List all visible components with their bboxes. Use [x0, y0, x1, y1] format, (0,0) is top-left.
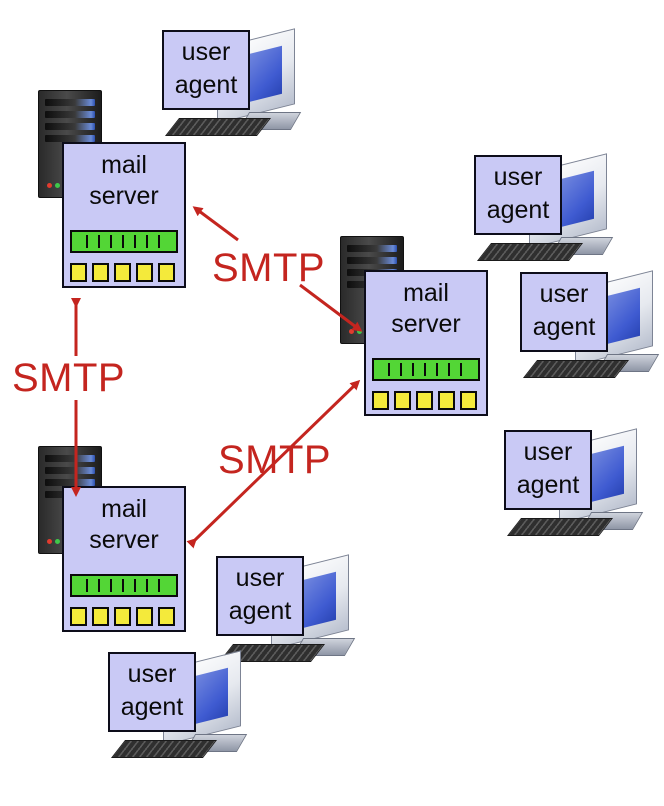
user-mailbox-icon	[70, 263, 87, 282]
user-mailbox-icon	[70, 607, 87, 626]
user-mailbox-icon	[92, 607, 109, 626]
queue-slot	[436, 363, 438, 376]
user-mailbox-icon	[372, 391, 389, 410]
user-agent-label-line1: user	[181, 38, 231, 66]
queue-slot	[110, 235, 112, 248]
user-agent-label-line2: agent	[486, 196, 550, 224]
user-agent-bottom-1: user agent	[216, 554, 366, 676]
queue-slot	[122, 579, 124, 592]
user-mailbox-icon	[136, 607, 153, 626]
user-agent-label-line2: agent	[174, 71, 238, 99]
user-mailbox-icon	[158, 263, 175, 282]
user-mailboxes	[70, 607, 178, 628]
queue-slot	[134, 579, 136, 592]
user-mailbox-icon	[136, 263, 153, 282]
user-agent-label-line2: agent	[532, 313, 596, 341]
queue-slot	[412, 363, 414, 376]
user-mailbox-icon	[438, 391, 455, 410]
queue-slot	[158, 235, 160, 248]
user-agent-label-line2: agent	[516, 471, 580, 499]
user-agent-right-2: user agent	[520, 270, 664, 392]
smtp-arrow-to-middle-server	[299, 283, 363, 332]
message-queue-icon	[372, 358, 480, 381]
queue-slot	[146, 235, 148, 248]
mail-server-bottom-left: mail server	[62, 486, 186, 632]
mail-server-label-line2: server	[89, 526, 159, 554]
user-mailbox-icon	[114, 607, 131, 626]
queue-slot	[110, 579, 112, 592]
queue-slot	[98, 579, 100, 592]
user-agent-label-line2: agent	[228, 597, 292, 625]
user-agent-label-line1: user	[235, 564, 285, 592]
queue-slot	[400, 363, 402, 376]
user-agent-label-line1: user	[539, 280, 589, 308]
user-mailbox-icon	[394, 391, 411, 410]
mail-server-label-line2: server	[89, 182, 159, 210]
smtp-label-left: SMTP	[10, 356, 128, 400]
user-agent-label-line1: user	[127, 660, 177, 688]
smtp-arrow-bottom-to-middle	[186, 379, 361, 549]
user-agent-top: user agent	[162, 28, 312, 150]
mail-server-label-line1: mail	[101, 495, 147, 523]
mail-server-middle-right: mail server	[364, 270, 488, 416]
user-mailbox-icon	[92, 263, 109, 282]
queue-slot	[388, 363, 390, 376]
user-agent-label-line1: user	[493, 163, 543, 191]
user-mailbox-icon	[158, 607, 175, 626]
mail-server-label-line2: server	[391, 310, 461, 338]
user-agent-label-line2: agent	[120, 693, 184, 721]
queue-slot	[98, 235, 100, 248]
queue-slot	[424, 363, 426, 376]
user-agent-right-3: user agent	[504, 428, 654, 550]
message-queue-icon	[70, 574, 178, 597]
user-mailbox-icon	[460, 391, 477, 410]
user-agent-label-line1: user	[523, 438, 573, 466]
smtp-arrow-to-top-server	[192, 206, 239, 242]
queue-slot	[460, 363, 462, 376]
mail-server-label-line1: mail	[101, 151, 147, 179]
mail-server-label-line1: mail	[403, 279, 449, 307]
user-mailbox-icon	[114, 263, 131, 282]
user-mailboxes	[372, 391, 480, 412]
user-mailboxes	[70, 263, 178, 284]
queue-slot	[158, 579, 160, 592]
user-agent-bottom-2: user agent	[108, 650, 258, 772]
user-agent-right-1: user agent	[474, 153, 624, 275]
queue-slot	[86, 579, 88, 592]
queue-slot	[146, 579, 148, 592]
message-queue-icon	[70, 230, 178, 253]
queue-slot	[134, 235, 136, 248]
user-mailbox-icon	[416, 391, 433, 410]
queue-slot	[122, 235, 124, 248]
smtp-label-top: SMTP	[212, 246, 326, 290]
mail-server-top-left: mail server	[62, 142, 186, 288]
queue-slot	[448, 363, 450, 376]
queue-slot	[86, 235, 88, 248]
smtp-label-bottom: SMTP	[218, 438, 332, 482]
